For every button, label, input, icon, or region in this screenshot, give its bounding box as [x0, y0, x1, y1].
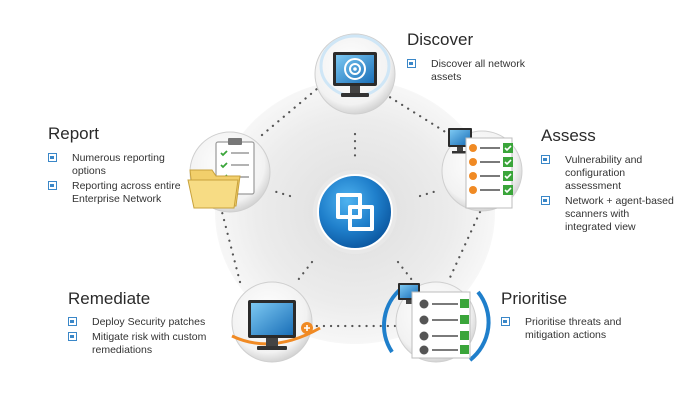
- clipboard-folder-icon: [187, 138, 255, 209]
- stacked-windows-icon: [336, 193, 374, 231]
- remediate-bullet: Deploy Security patches: [68, 316, 228, 329]
- assess-bullets: Vulnerability and configuration assessme…: [541, 154, 676, 236]
- report-bullet: Reporting across entire Enterprise Netwo…: [48, 180, 183, 206]
- radar-monitor-icon: [319, 34, 391, 98]
- remediate-node: [231, 281, 321, 363]
- checklist-monitor-icon: [448, 128, 513, 209]
- bullet-doc-icon: [48, 181, 57, 190]
- prioritise-node: [382, 281, 491, 363]
- bullet-doc-icon: [541, 155, 550, 164]
- discover-bullets: Discover all network assets: [407, 58, 527, 86]
- assess-node: [441, 128, 523, 212]
- assess-bullet: Network + agent-based scanners with inte…: [541, 195, 676, 234]
- gear-list-icon: [398, 283, 471, 359]
- report-node: [187, 131, 271, 213]
- remediate-bullets: Deploy Security patches Mitigate risk wi…: [68, 316, 228, 359]
- prioritise-bullet: Prioritise threats and mitigation action…: [501, 316, 651, 342]
- patch-monitor-icon: [248, 300, 313, 350]
- bullet-doc-icon: [501, 317, 510, 326]
- center-hub: [313, 170, 397, 254]
- bullet-doc-icon: [407, 59, 416, 68]
- bullet-doc-icon: [68, 317, 77, 326]
- discover-bullet: Discover all network assets: [407, 58, 527, 84]
- discover-node: [314, 33, 396, 115]
- report-bullet: Numerous reporting options: [48, 152, 183, 178]
- remediate-bullet: Mitigate risk with custom remediations: [68, 331, 228, 357]
- assess-title: Assess: [541, 126, 596, 145]
- bullet-doc-icon: [541, 196, 550, 205]
- remediate-title: Remediate: [68, 289, 151, 308]
- prioritise-bullets: Prioritise threats and mitigation action…: [501, 316, 651, 344]
- prioritise-title: Prioritise: [501, 289, 568, 308]
- assess-bullet: Vulnerability and configuration assessme…: [541, 154, 676, 193]
- report-bullets: Numerous reporting options Reporting acr…: [48, 152, 183, 208]
- bullet-doc-icon: [48, 153, 57, 162]
- report-title: Report: [48, 124, 100, 143]
- outer-connector-dots: [220, 84, 482, 328]
- bullet-doc-icon: [68, 332, 77, 341]
- inner-spoke-dots: [268, 132, 442, 282]
- discover-title: Discover: [407, 30, 474, 49]
